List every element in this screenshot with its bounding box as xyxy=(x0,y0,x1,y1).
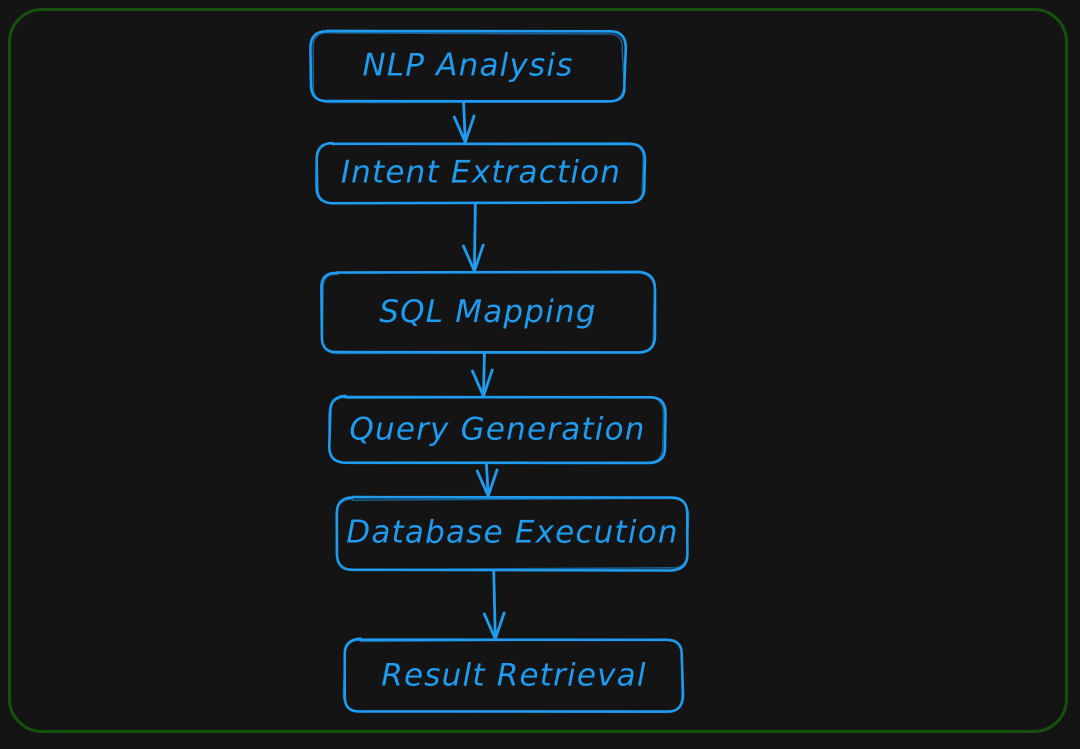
node-label: NLP Analysis xyxy=(362,48,573,84)
node-outline-sketch xyxy=(335,497,690,571)
flow-edge-edge-4 xyxy=(475,461,499,498)
arrowhead-icon xyxy=(452,114,476,144)
flow-node-database-execution[interactable]: Database Execution xyxy=(335,495,690,572)
node-outline-sketch xyxy=(316,142,645,205)
edge-line xyxy=(473,201,477,272)
flow-edge-edge-5 xyxy=(482,567,506,641)
flow-edge-edge-2 xyxy=(462,201,485,273)
node-outline-sketch xyxy=(342,638,683,714)
node-outline-sketch xyxy=(312,31,625,104)
flow-node-intent-extraction[interactable]: Intent Extraction xyxy=(315,141,647,205)
node-label: Result Retrieval xyxy=(381,658,646,694)
flow-node-nlp-analysis[interactable]: NLP Analysis xyxy=(309,29,628,104)
flow-edge-edge-1 xyxy=(452,99,476,144)
edge-line xyxy=(482,351,486,397)
flow-edge-edge-3 xyxy=(471,351,494,398)
flow-node-sql-mapping[interactable]: SQL Mapping xyxy=(320,270,657,355)
edge-line xyxy=(462,99,467,143)
node-label: Database Execution xyxy=(346,515,678,551)
node-outline-sketch xyxy=(321,271,656,355)
node-label: Intent Extraction xyxy=(341,155,621,191)
flow-node-result-retrieval[interactable]: Result Retrieval xyxy=(342,637,685,714)
node-outline-sketch xyxy=(328,396,665,465)
edge-line xyxy=(484,461,490,497)
node-label: SQL Mapping xyxy=(379,294,596,330)
edge-line xyxy=(492,567,497,640)
edges-layer xyxy=(452,99,506,641)
flow-node-query-generation[interactable]: Query Generation xyxy=(327,394,667,465)
node-label: Query Generation xyxy=(349,412,645,448)
